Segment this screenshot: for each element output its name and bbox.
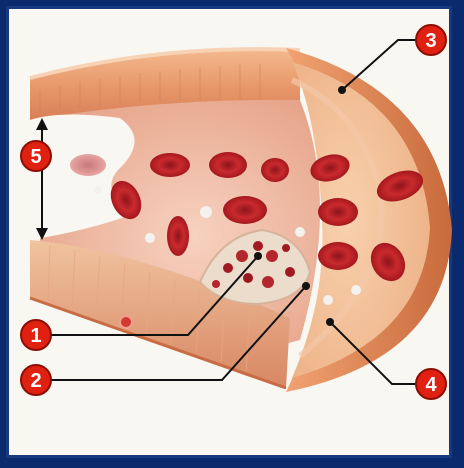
marker-4-label: 4 [425, 374, 437, 396]
red-blood-cell [223, 196, 267, 224]
red-blood-cell [318, 242, 358, 270]
red-blood-cell [150, 153, 190, 177]
marker-5-label: 5 [30, 146, 41, 168]
red-blood-cell [318, 198, 358, 226]
red-blood-cell [261, 158, 289, 182]
red-blood-cell [167, 216, 189, 256]
marker-3: 3 [416, 25, 446, 55]
red-blood-cell [209, 152, 247, 178]
marker-2-label: 2 [30, 370, 41, 392]
marker-1-label: 1 [30, 325, 41, 347]
red-blood-cell [70, 154, 106, 176]
red-blood-cell [120, 316, 132, 328]
marker-4: 4 [416, 369, 446, 399]
marker-2: 2 [21, 365, 51, 395]
marker-1: 1 [21, 320, 51, 350]
marker-3-label: 3 [425, 30, 436, 52]
marker-5: 5 [21, 141, 51, 171]
